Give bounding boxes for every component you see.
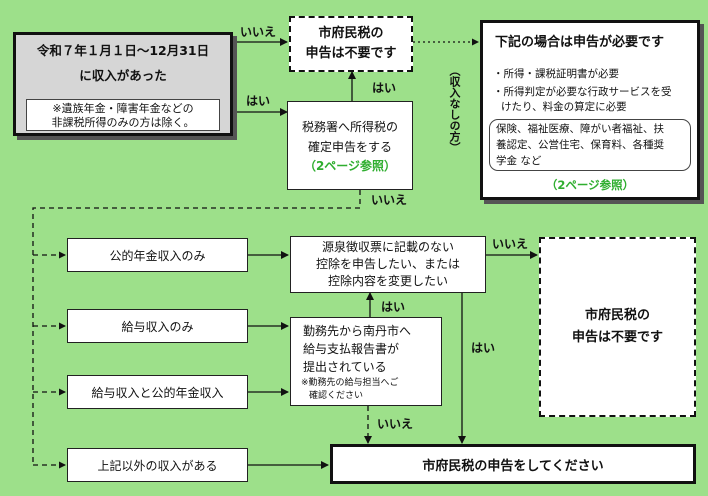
required-bullet2a: ・所得判定が必要な行政サービスを受 <box>493 86 672 98</box>
must-file-box: 市府民税の申告をしてください <box>330 444 696 484</box>
income-salary-box: 給与収入のみ <box>67 309 248 343</box>
tax-office-ref: （2ページ参照） <box>303 158 397 173</box>
required-ref: （2ページ参照） <box>545 178 635 192</box>
employer-box: 勤務先から南丹市へ 給与支払報告書が 提出されている ※勤務先の給与担当へご 確… <box>290 317 442 406</box>
income-salary-label: 給与収入のみ <box>121 319 194 334</box>
required-examples3: 学金 など <box>496 155 542 167</box>
required-bullet1: ・所得・課税証明書が必要 <box>493 68 619 80</box>
top-not-needed-line1: 市府民税の <box>318 26 384 41</box>
label-iie-mid: いいえ <box>371 193 408 207</box>
label-hai-mid: はい <box>381 300 406 314</box>
start-box: 令和７年１月１日～12月31日 に収入があった ※遺族年金・障害年金などの 非課… <box>13 32 233 136</box>
employer-note1: ※勤務先の給与担当へご <box>301 378 399 388</box>
income-both-box: 給与収入と公的年金収入 <box>67 375 248 409</box>
required-examples1: 保険、福祉医療、障がい者福祉、扶 <box>496 123 664 135</box>
start-line2: に収入があった <box>79 68 167 83</box>
label-iie-bottom: いいえ <box>377 417 414 431</box>
employer-line2: 給与支払報告書が <box>303 342 400 356</box>
income-other-label: 上記以外の収入がある <box>97 458 218 473</box>
right-not-needed-box: 市府民税の 申告は不要です <box>539 237 696 417</box>
no-income-label: （収入なしの方） <box>448 65 461 153</box>
income-pension-box: 公的年金収入のみ <box>67 238 248 272</box>
label-iie-right: いいえ <box>492 237 529 251</box>
must-file-label: 市府民税の申告をしてください <box>422 458 604 474</box>
income-both-label: 給与収入と公的年金収入 <box>91 385 224 400</box>
label-hai-right: はい <box>471 341 496 355</box>
required-examples-panel: 保険、福祉医療、障がい者福祉、扶 養認定、公営住宅、保育料、各種奨 学金 など <box>489 119 691 171</box>
deduction-line2: 控除を申告したい、または <box>315 257 460 271</box>
tax-office-box: 税務署へ所得税の 確定申告をする （2ページ参照） <box>287 101 413 190</box>
label-hai-up: はい <box>372 81 397 95</box>
dashed-bus <box>32 190 361 465</box>
employer-line1: 勤務先から南丹市へ <box>303 324 412 338</box>
employer-note2: 確認ください <box>309 391 364 401</box>
label-iie-top: いいえ <box>240 25 277 39</box>
required-box: 下記の場合は申告が必要です ・所得・課税証明書が必要 ・所得判定が必要な行政サー… <box>480 20 700 200</box>
deduction-line1: 源泉徴収票に記載のない <box>321 240 454 254</box>
deduction-line3: 控除内容を変更したい <box>327 274 448 288</box>
income-other-box: 上記以外の収入がある <box>67 448 248 482</box>
tax-office-line2: 確定申告をする <box>307 139 392 154</box>
label-hai-start: はい <box>246 94 271 108</box>
required-examples2: 養認定、公営住宅、保育料、各種奨 <box>496 139 664 151</box>
required-title: 下記の場合は申告が必要です <box>495 35 665 50</box>
employer-line3: 提出されている <box>303 360 387 374</box>
top-not-needed-line2: 申告は不要です <box>305 46 397 61</box>
start-note2: 非課税所得のみの方は除く。 <box>51 116 195 129</box>
top-not-needed-box: 市府民税の 申告は不要です <box>289 16 413 72</box>
tax-office-line1: 税務署へ所得税の <box>301 119 398 134</box>
right-not-needed-line2: 申告は不要です <box>571 330 663 345</box>
deduction-box: 源泉徴収票に記載のない 控除を申告したい、または 控除内容を変更したい <box>290 236 486 293</box>
right-not-needed-line1: 市府民税の <box>584 308 650 323</box>
income-pension-label: 公的年金収入のみ <box>109 248 206 263</box>
start-line1: 令和７年１月１日～12月31日 <box>36 43 210 58</box>
required-bullet2b: けたり、料金の算定に必要 <box>501 101 627 113</box>
start-note1: ※遺族年金・障害年金などの <box>52 102 194 115</box>
start-note-panel: ※遺族年金・障害年金などの 非課税所得のみの方は除く。 <box>26 99 220 131</box>
